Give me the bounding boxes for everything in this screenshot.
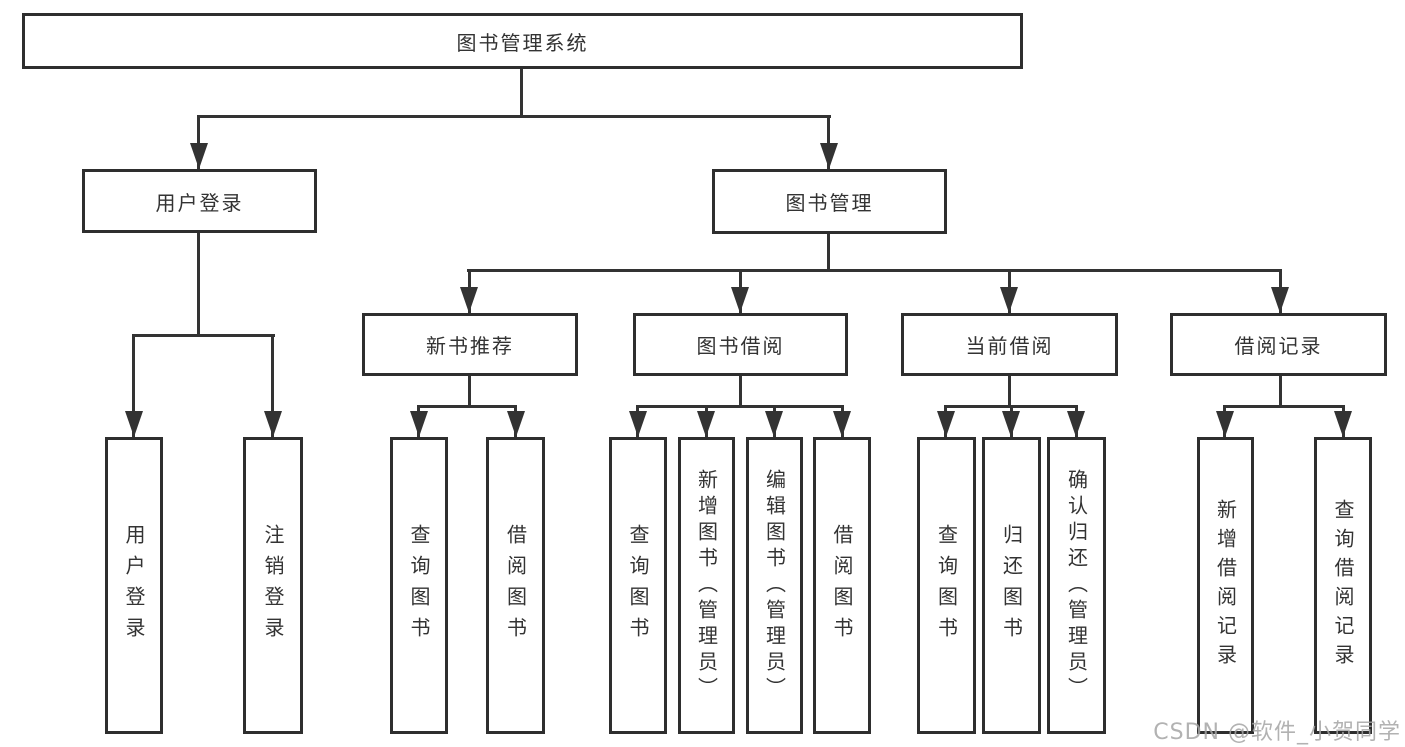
leaf-label: 查询图书 — [626, 523, 650, 648]
connector-line — [1279, 375, 1282, 408]
connector-line — [197, 233, 200, 337]
node-user-login: 用户登录 — [82, 169, 317, 233]
connector-line — [1008, 375, 1011, 408]
connector-arrowhead — [731, 287, 749, 313]
leaf-label: 新增借阅记录 — [1213, 498, 1238, 673]
leaf-current-confirm-return: 确认归还（管理员） — [1047, 437, 1106, 734]
node-label: 用户登录 — [155, 190, 244, 215]
node-label: 新书推荐 — [426, 334, 514, 358]
node-label: 借阅记录 — [1234, 334, 1323, 358]
connector-arrowhead — [1216, 411, 1234, 437]
connector-line — [636, 405, 844, 408]
connector-arrowhead — [507, 411, 525, 437]
leaf-label: 借阅图书 — [503, 523, 528, 648]
connector-arrowhead — [820, 143, 838, 169]
leaf-label: 查询借阅记录 — [1331, 498, 1355, 673]
connector-line — [520, 69, 523, 117]
connector-arrowhead — [937, 411, 955, 437]
connector-arrowhead — [190, 143, 208, 169]
connector-arrowhead — [697, 411, 715, 437]
connector-line — [827, 234, 830, 272]
leaf-recommend-query-books: 查询图书 — [390, 437, 448, 734]
connector-line — [197, 115, 200, 169]
connector-line — [197, 115, 831, 118]
leaf-label: 查询图书 — [934, 523, 959, 648]
leaf-label: 归还图书 — [999, 523, 1024, 648]
leaf-label: 用户登录 — [122, 523, 146, 648]
leaf-borrowing-add-books: 新增图书（管理员） — [678, 437, 735, 734]
node-borrowing-records: 借阅记录 — [1170, 313, 1387, 376]
connector-line — [739, 375, 742, 408]
connector-arrowhead — [765, 411, 783, 437]
connector-line — [132, 334, 275, 337]
connector-arrowhead — [460, 287, 478, 313]
node-label: 图书借阅 — [696, 334, 785, 358]
leaf-user-login: 用户登录 — [105, 437, 163, 734]
connector-line — [468, 375, 471, 408]
connector-line — [827, 115, 830, 169]
leaf-current-return-books: 归还图书 — [982, 437, 1041, 734]
leaf-label: 借阅图书 — [830, 523, 854, 648]
node-book-management: 图书管理 — [712, 169, 947, 234]
connector-arrowhead — [833, 411, 851, 437]
connector-arrowhead — [1334, 411, 1352, 437]
node-current-borrowing: 当前借阅 — [901, 313, 1118, 376]
node-label: 图书管理系统 — [456, 30, 589, 55]
connector-arrowhead — [410, 411, 428, 437]
connector-arrowhead — [1067, 411, 1085, 437]
connector-arrowhead — [125, 411, 143, 437]
leaf-label: 确认归还（管理员） — [1064, 468, 1089, 703]
leaf-label: 新增图书（管理员） — [694, 468, 719, 703]
leaf-logout: 注销登录 — [243, 437, 303, 734]
leaf-recommend-borrow-books: 借阅图书 — [486, 437, 545, 734]
node-book-borrowing: 图书借阅 — [633, 313, 848, 376]
leaf-label: 查询图书 — [407, 523, 431, 648]
leaf-borrowing-borrow-books: 借阅图书 — [813, 437, 871, 734]
leaf-borrowing-query-books: 查询图书 — [609, 437, 667, 734]
leaf-borrowing-edit-books: 编辑图书（管理员） — [746, 437, 803, 734]
connector-arrowhead — [1271, 287, 1289, 313]
connector-line — [271, 334, 274, 437]
leaf-records-query-record: 查询借阅记录 — [1314, 437, 1372, 734]
connector-arrowhead — [264, 411, 282, 437]
connector-arrowhead — [1000, 287, 1018, 313]
node-label: 当前借阅 — [965, 334, 1054, 358]
node-label: 图书管理 — [785, 191, 874, 215]
connector-line — [467, 269, 1281, 272]
csdn-watermark: CSDN @软件_小贺同学 — [1153, 720, 1401, 745]
connector-arrowhead — [629, 411, 647, 437]
connector-line — [417, 405, 517, 408]
connector-line — [1223, 405, 1345, 408]
connector-arrowhead — [1002, 411, 1020, 437]
node-library-management-system: 图书管理系统 — [22, 13, 1023, 69]
node-new-book-recommendation: 新书推荐 — [362, 313, 578, 376]
leaf-current-query-books: 查询图书 — [917, 437, 976, 734]
leaf-label: 编辑图书（管理员） — [762, 468, 787, 703]
connector-line — [132, 334, 135, 437]
leaf-label: 注销登录 — [261, 523, 285, 648]
leaf-records-add-record: 新增借阅记录 — [1197, 437, 1254, 734]
